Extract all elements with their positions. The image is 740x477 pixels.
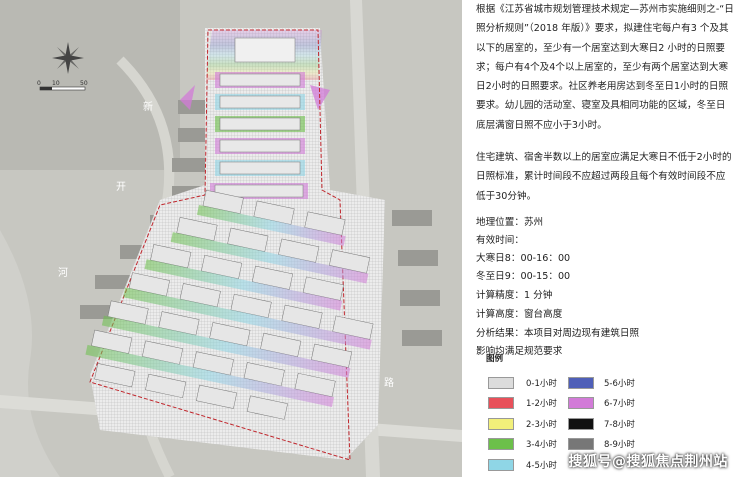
legend-swatch-7-8 <box>568 418 594 430</box>
legend-label-7-8: 7-8小时 <box>604 420 635 430</box>
watermark: 搜狐号@搜狐焦点荆州站 <box>568 454 728 470</box>
dongzhi-time: 冬至日9：00-15：00 <box>476 271 571 282</box>
legend-swatch-2-3 <box>488 418 514 430</box>
legend-label-4-5: 4-5小时 <box>526 461 557 471</box>
legend-swatch-5-6 <box>568 377 594 389</box>
legend-swatch-4-5 <box>488 459 514 471</box>
map-label-he: 河 <box>58 267 68 279</box>
compass-icon <box>52 42 84 74</box>
result-line: 分析结果：本项目对周边现有建筑日照 <box>476 328 640 339</box>
legend-swatch-3-4 <box>488 438 514 450</box>
map-label-xin: 新 <box>143 100 153 113</box>
location-line: 地理位置：苏州 <box>476 217 544 228</box>
upper-left-field <box>0 0 180 170</box>
info-panel: 根据《江苏省城市规划管理技术规定—苏州市实施细则之-“日照分析规则”（2018 … <box>462 0 740 477</box>
effective-time-label: 有效时间： <box>476 235 524 246</box>
scale-tick-50: 50 <box>80 80 88 87</box>
scale-tick-0: 0 <box>37 80 41 87</box>
scale-bar: 0 10 50 <box>37 80 88 91</box>
height-line: 计算高度：窗台高度 <box>476 309 563 320</box>
legend-swatch-6-7 <box>568 397 594 409</box>
scale-tick-10: 10 <box>52 80 60 87</box>
legend-swatch-1-2 <box>488 397 514 409</box>
dahan-time: 大寒日8：00-16：00 <box>476 253 571 264</box>
tower-column <box>210 72 308 199</box>
existing-buildings-right <box>392 210 442 346</box>
legend-swatch-0-1 <box>488 377 514 389</box>
result-line-2: 影响均满足规范要求 <box>476 346 563 357</box>
sunlight-analysis-map: 0 10 50 新 开 河 路 <box>0 0 462 477</box>
legend-label-8-9: 8-9小时 <box>604 440 635 450</box>
legend-label-1-2: 1-2小时 <box>526 399 557 409</box>
legend-label-0-1: 0-1小时 <box>526 379 557 389</box>
legend-swatch-8-9 <box>568 438 594 450</box>
map-label-lu: 路 <box>384 376 394 389</box>
housing-rows <box>85 189 374 420</box>
legend-label-6-7: 6-7小时 <box>604 399 635 409</box>
site-boundary <box>89 29 351 461</box>
legend-label-2-3: 2-3小时 <box>526 420 557 430</box>
river <box>0 230 60 477</box>
legend-title: 图例 <box>486 354 504 364</box>
standard-paragraph: 住宅建筑、宿舍半数以上的居室应满足大寒日不低于2小时的日照标准，累计时间段不应超… <box>476 152 732 202</box>
regulation-paragraph: 根据《江苏省城市规划管理技术规定—苏州市实施细则之-“日照分析规则”（2018 … <box>476 4 734 131</box>
top-building <box>234 37 296 63</box>
precision-line: 计算精度：1 分钟 <box>476 290 553 301</box>
legend-label-5-6: 5-6小时 <box>604 379 635 389</box>
legend-label-3-4: 3-4小时 <box>526 440 557 450</box>
map-label-kai: 开 <box>116 182 126 193</box>
